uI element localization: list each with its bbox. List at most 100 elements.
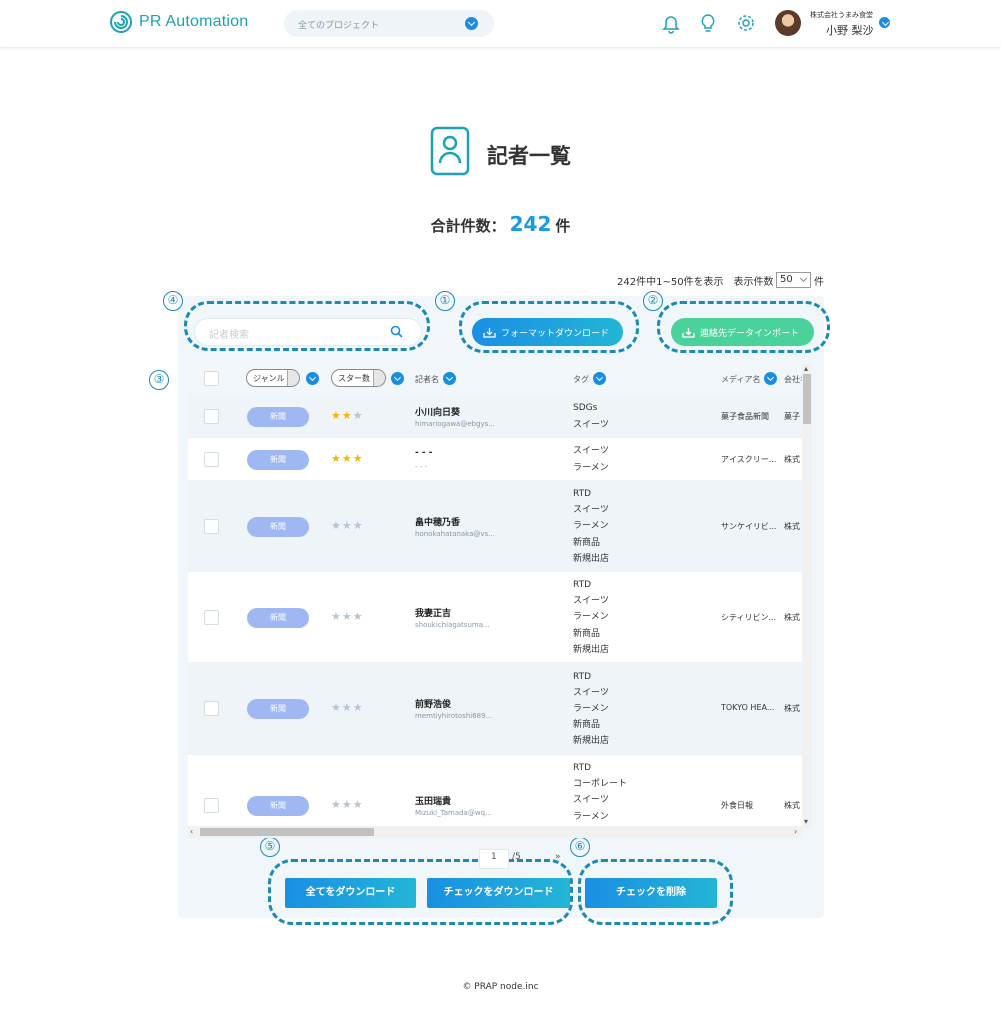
star-rating[interactable]: ★★★	[331, 701, 364, 714]
row-checkbox[interactable]	[204, 518, 219, 534]
genre-filter-label: ジャンル	[253, 374, 285, 383]
star-rating[interactable]: ★★★	[331, 409, 364, 422]
reporter-name[interactable]: 玉田瑞貴	[415, 797, 452, 807]
annotation-outline-search	[184, 301, 430, 351]
page-input[interactable]	[479, 849, 509, 869]
horizontal-scroll-thumb[interactable]	[200, 828, 374, 836]
star-icon[interactable]: ★	[341, 408, 353, 422]
star-rating[interactable]: ★★★	[331, 610, 364, 623]
tag-item: スイーツ	[573, 446, 609, 457]
genre-badge: 新聞	[247, 607, 309, 628]
vertical-scrollbar[interactable]	[802, 364, 812, 828]
page-next-button[interactable]: »	[555, 852, 561, 862]
star-rating[interactable]: ★★★	[331, 452, 364, 465]
reporter-name[interactable]: 我妻正吉	[415, 608, 452, 619]
table-header: ジャンル スター数 記者名 タグ メディア名 会社名	[188, 364, 802, 394]
row-checkbox[interactable]	[204, 408, 219, 424]
reporter-name[interactable]: - - -	[415, 447, 433, 458]
star-icon[interactable]: ★	[331, 518, 342, 532]
download-checked-button[interactable]: チェックをダウンロード	[427, 878, 570, 908]
range-text: 242件中1~50件を表示 表示件数	[617, 277, 774, 288]
star-icon[interactable]: ★	[331, 408, 342, 422]
tag-item: スイーツ	[573, 419, 609, 430]
scroll-right-icon[interactable]: ›	[794, 827, 798, 836]
star-rating[interactable]: ★★★	[331, 798, 364, 811]
star-icon[interactable]: ★	[331, 609, 342, 623]
user-menu-chevron-icon[interactable]	[879, 17, 890, 28]
name-sort-icon[interactable]	[443, 372, 456, 385]
select-all-checkbox[interactable]	[204, 371, 219, 386]
download-all-button[interactable]: 全てをダウンロード	[285, 878, 416, 908]
tag-item: コーポレート	[573, 779, 628, 790]
row-checkbox[interactable]	[204, 798, 219, 813]
tag-item: 新商品	[573, 537, 601, 548]
brand-logo[interactable]: PR Automation	[109, 10, 248, 34]
per-page-select[interactable]: 50	[776, 272, 811, 288]
stars-sort-icon[interactable]	[391, 372, 404, 385]
genre-filter-select[interactable]: ジャンル	[246, 369, 300, 387]
star-icon[interactable]: ★	[341, 518, 353, 532]
row-checkbox[interactable]	[204, 609, 219, 625]
search-icon[interactable]	[390, 325, 403, 338]
tag-item: ラーメン	[573, 703, 609, 714]
star-icon[interactable]: ★	[331, 451, 342, 465]
tag-item: ラーメン	[573, 462, 609, 473]
project-select[interactable]: 全てのプロジェクト	[284, 10, 494, 37]
scroll-down-icon[interactable]: ▾	[804, 817, 809, 826]
tag-item: 新規出店	[573, 553, 610, 564]
star-rating[interactable]: ★★★	[331, 519, 364, 532]
star-icon[interactable]: ★	[341, 798, 353, 811]
genre-sort-icon[interactable]	[306, 372, 319, 385]
avatar[interactable]	[775, 10, 801, 36]
reporter-name[interactable]: 前野浩俊	[415, 700, 452, 710]
vertical-scroll-thumb[interactable]	[803, 374, 811, 424]
media-name: アイスクリー...	[721, 454, 777, 464]
tag-item: 新規出店	[573, 736, 610, 747]
tag-item: 新商品	[573, 720, 601, 731]
select-arrow-icon	[287, 370, 299, 386]
gear-icon[interactable]	[735, 12, 757, 34]
star-icon[interactable]: ★	[331, 701, 342, 714]
star-icon[interactable]: ★	[352, 451, 364, 465]
reporter-name[interactable]: 小川向日葵	[415, 407, 461, 418]
row-checkbox[interactable]	[204, 701, 219, 716]
star-icon[interactable]: ★	[331, 798, 342, 811]
footer-copyright: © PRAP node.inc	[462, 982, 539, 992]
bell-icon[interactable]	[660, 12, 682, 34]
format-download-button[interactable]: フォーマットダウンロード	[472, 318, 623, 346]
delete-checked-button[interactable]: チェックを削除	[585, 878, 717, 908]
row-checkbox[interactable]	[204, 451, 219, 467]
star-icon[interactable]: ★	[352, 518, 364, 532]
table-row[interactable]: 新聞★★★- - -- - -スイーツラーメンアイスクリー...株式	[188, 438, 802, 481]
reporter-name[interactable]: 畠中穂乃香	[415, 517, 461, 528]
scroll-up-icon[interactable]: ▴	[804, 364, 809, 373]
media-sort-icon[interactable]	[764, 372, 777, 385]
col-company: 会社名	[784, 375, 802, 384]
star-icon[interactable]: ★	[341, 451, 353, 465]
brand-name: PR Automation	[139, 13, 249, 30]
tag-sort-icon[interactable]	[593, 372, 606, 385]
import-contacts-button[interactable]: 連絡先データインポート	[671, 318, 814, 346]
scroll-left-icon[interactable]: ‹	[190, 827, 194, 836]
star-icon[interactable]: ★	[352, 408, 364, 422]
star-icon[interactable]: ★	[352, 701, 364, 714]
genre-badge: 新聞	[247, 516, 309, 537]
col-tag: タグ	[573, 375, 589, 384]
media-name: TOKYO HEA...	[721, 703, 775, 712]
search-input[interactable]: 記者検索	[194, 318, 422, 346]
lightbulb-icon[interactable]	[697, 12, 719, 34]
star-icon[interactable]: ★	[352, 798, 364, 811]
star-icon[interactable]: ★	[341, 609, 353, 623]
annotation-outline-delete	[578, 859, 733, 925]
stars-filter-select[interactable]: スター数	[331, 369, 386, 387]
marker-1: ①	[435, 291, 455, 311]
stars-filter-label: スター数	[338, 374, 370, 383]
star-icon[interactable]: ★	[352, 609, 364, 623]
star-icon[interactable]: ★	[341, 701, 353, 714]
